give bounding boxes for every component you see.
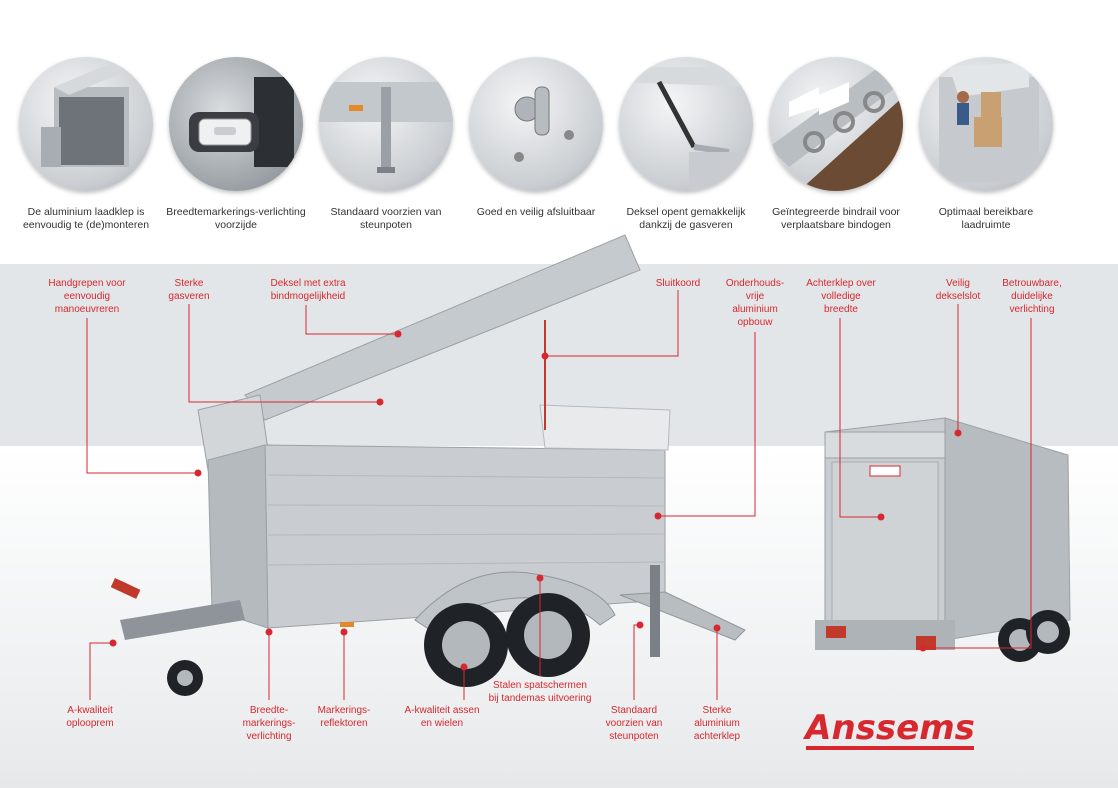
callout-steunpoten: Standaard voorzien van steunpoten	[605, 705, 663, 742]
callout-achterklep-breedte: Achterklep over volledige breedte	[806, 278, 876, 315]
feature-bindrail: Geïntegreerde bindrail voor verplaatsbar…	[766, 57, 906, 232]
logo-text: Anssems	[805, 708, 975, 748]
callout-verlichting: Betrouwbare, duidelijke verlichting	[1002, 278, 1062, 315]
feature-photo-steunpoot	[319, 57, 453, 191]
feature-laadruimte: Optimaal bereikbare laadruimte	[916, 57, 1056, 232]
callout-oplooprem: A-kwaliteit oplooprem	[66, 705, 114, 729]
callout-dekselslot: Veilig dekselslot	[935, 278, 981, 302]
callout-sluitkoord: Sluitkoord	[655, 278, 701, 289]
feature-caption: Goed en veilig afsluitbaar	[476, 206, 596, 218]
callout-deksel: Deksel met extra bindmogelijkheid	[270, 278, 346, 302]
callout-leaders	[86, 290, 1032, 700]
callout-gasveren: Sterke gasveren	[168, 278, 210, 302]
feature-caption: Geïntegreerde bindrail voor verplaatsbar…	[772, 206, 900, 231]
feature-caption: De aluminium laadklep is eenvoudig te (d…	[22, 206, 150, 231]
feature-steunpoten: Standaard voorzien van steunpoten	[316, 57, 456, 232]
callout-assen: A-kwaliteit assen en wielen	[404, 705, 480, 729]
callout-opbouw: Onderhouds-vrije aluminium opbouw	[725, 278, 785, 328]
feature-breedtemarkering: Breedtemarkerings-verlichting voorzijde	[166, 57, 306, 232]
logo-underline	[806, 746, 974, 750]
feature-caption: Breedtemarkerings-verlichting voorzijde	[166, 206, 306, 231]
feature-caption: Optimaal bereikbare laadruimte	[938, 206, 1034, 231]
feature-caption: Deksel opent gemakkelijk dankzij de gasv…	[626, 206, 746, 231]
feature-photo-slot	[469, 57, 603, 191]
callout-achterklep: Sterke aluminium achterklep	[693, 705, 741, 742]
feature-photo-laadruimte	[919, 57, 1053, 191]
feature-slot: Goed en veilig afsluitbaar	[466, 57, 606, 219]
anssems-logo: Anssems	[804, 708, 976, 752]
callout-breedte-verlichting: Breedte-markerings-verlichting	[242, 705, 296, 742]
callout-reflektoren: Markerings-reflektoren	[317, 705, 371, 729]
feature-gasveren: Deksel opent gemakkelijk dankzij de gasv…	[616, 57, 756, 232]
feature-caption: Standaard voorzien van steunpoten	[330, 206, 442, 231]
callout-handgrepen: Handgrepen voor eenvoudig manoeuvreren	[48, 278, 126, 315]
feature-photo-bindrail	[769, 57, 903, 191]
feature-photo-laadklep	[19, 57, 153, 191]
callout-spatschermen: Stalen spatschermen bij tandemas uitvoer…	[488, 680, 592, 704]
feature-laadklep: De aluminium laadklep is eenvoudig te (d…	[16, 57, 156, 232]
feature-photo-lamp	[169, 57, 303, 191]
